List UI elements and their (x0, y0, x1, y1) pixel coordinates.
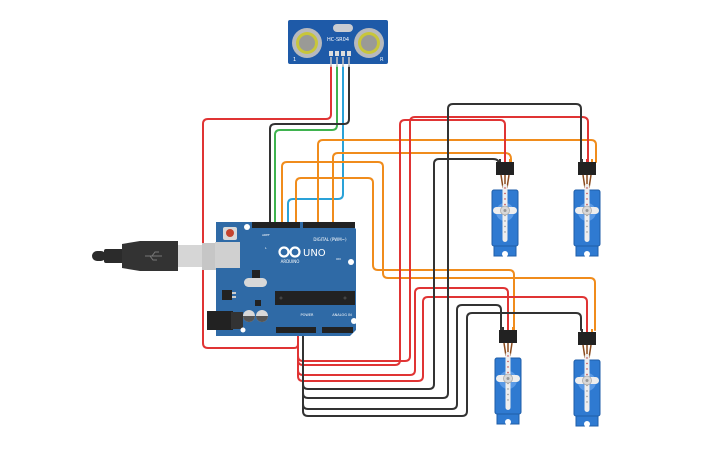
servo-connector (499, 330, 517, 343)
wires (202, 65, 597, 417)
power-header (276, 327, 316, 333)
l-led-label: L (265, 246, 267, 250)
wire-gnd-servo-3[interactable] (302, 304, 502, 410)
servo-connector (578, 332, 596, 345)
wire-power-servo-3[interactable] (297, 287, 509, 376)
wire-power-servo-4[interactable] (297, 296, 588, 382)
servo-connector (496, 162, 514, 175)
atmega-chip (275, 291, 355, 305)
analog-header (322, 327, 353, 333)
analog-label: ANALOG IN (332, 313, 352, 317)
model-label: UNO (303, 248, 326, 259)
wire-signal-servo-2[interactable] (317, 139, 597, 225)
brand-label: ARDUINO (281, 259, 300, 264)
sensor-label: HC-SR04 (327, 37, 349, 43)
capacitors (243, 310, 268, 322)
wire-gnd-servo-2[interactable] (302, 103, 582, 399)
aref-label: AREF (262, 233, 270, 237)
wire-power-servo-1[interactable] (297, 119, 506, 366)
wire-gnd-servo-1[interactable] (302, 158, 500, 390)
sensor-pins (329, 51, 351, 56)
dc-power-jack (207, 311, 233, 330)
ultrasonic-sensor[interactable]: HC-SR04 1 R (288, 20, 388, 67)
arduino-logo-icon (278, 246, 301, 258)
wire-sensor-vcc[interactable] (202, 65, 332, 349)
servo-4[interactable] (573, 329, 601, 427)
usb-icon (145, 251, 162, 261)
sensor-transducer-right (354, 28, 384, 58)
wire-power-servo-2[interactable] (297, 116, 589, 362)
wire-sensor-echo[interactable] (287, 65, 344, 225)
sensor-corner-right: R (380, 57, 384, 63)
servo-1[interactable] (491, 159, 519, 257)
wire-signal-servo-4[interactable] (281, 161, 596, 331)
servo-connector (578, 162, 596, 175)
wire-gnd-servo-4[interactable] (302, 312, 582, 417)
usb-cable[interactable] (92, 241, 226, 271)
sensor-transducer-left (292, 28, 322, 58)
wire-signal-servo-3[interactable] (295, 177, 515, 331)
arduino-uno-board[interactable]: DIGITAL (PWM~) AREF ARDUINO UNO L ON (207, 222, 357, 336)
wire-sensor-gnd[interactable] (269, 65, 350, 225)
wire-signal-servo-1[interactable] (332, 152, 512, 225)
digital-label: DIGITAL (PWM~) (313, 237, 347, 242)
servo-3[interactable] (494, 327, 522, 425)
power-label: POWER (301, 313, 315, 317)
sensor-corner-left: 1 (293, 57, 296, 63)
sensor-pin-legs (330, 57, 350, 67)
servos (491, 159, 601, 427)
on-led-label: ON (336, 257, 341, 261)
servo-2[interactable] (573, 159, 601, 257)
wire-sensor-trig[interactable] (274, 65, 338, 225)
digital-header (252, 222, 355, 228)
